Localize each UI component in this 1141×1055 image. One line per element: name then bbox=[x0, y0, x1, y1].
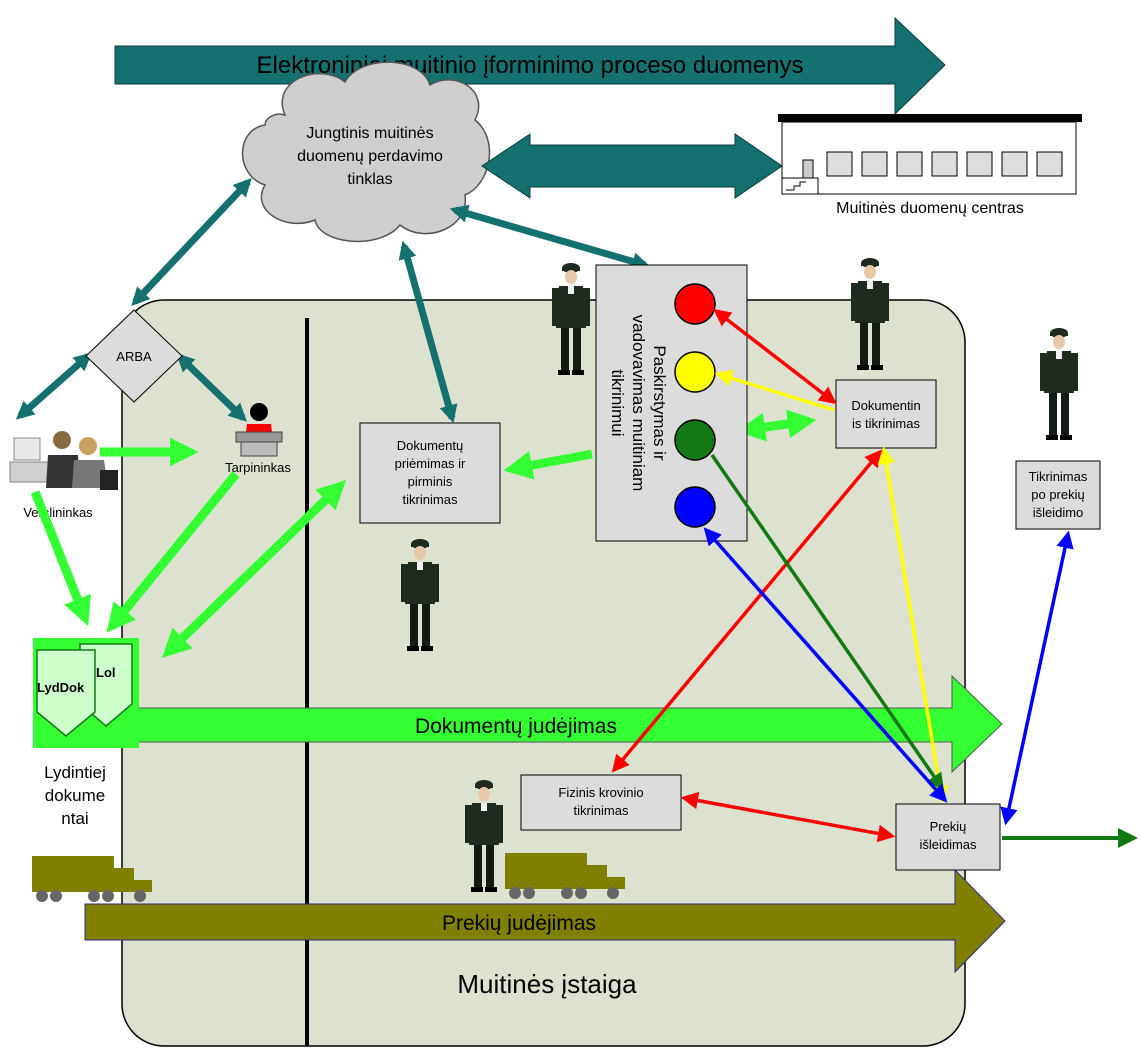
distribution-panel: Paskirstymas ir vadovavimas muitiniam ti… bbox=[595, 264, 748, 542]
arba-node: ARBA bbox=[85, 309, 183, 403]
svg-text:Lol: Lol bbox=[96, 665, 116, 680]
svg-text:priėmimas ir: priėmimas ir bbox=[395, 456, 466, 471]
arba-broker-arrow bbox=[176, 353, 247, 422]
blue-postrelease-arrow bbox=[1000, 530, 1074, 826]
svg-text:po prekių: po prekių bbox=[1031, 487, 1084, 502]
svg-text:vadovavimas muitiniam: vadovavimas muitiniam bbox=[629, 315, 648, 492]
post-release-check-box: Tikrinimas po prekių išleidimo bbox=[1015, 460, 1101, 530]
svg-text:Dokumentin: Dokumentin bbox=[851, 398, 920, 413]
cloud-arba-arrow bbox=[131, 178, 252, 306]
businessman-figure bbox=[9, 431, 118, 490]
accompanying-docs-icon: Lol LydDok bbox=[33, 638, 139, 748]
red-doccheck-arrow bbox=[713, 308, 837, 405]
docs-acceptance-arrow bbox=[161, 479, 347, 659]
svg-text:Paskirstymas ir: Paskirstymas ir bbox=[650, 345, 669, 461]
data-center-label: Muitinės duomenų centras bbox=[836, 200, 1024, 217]
banner-title: Elektroniniai muitinio įforminimo proces… bbox=[257, 52, 804, 79]
svg-text:ntai: ntai bbox=[61, 809, 88, 828]
svg-text:Lydintiej: Lydintiej bbox=[44, 763, 106, 782]
red-light bbox=[674, 283, 716, 325]
physical-check-box: Fizinis krovinio tikrinimas bbox=[520, 774, 682, 831]
yellow-doccheck-arrow bbox=[714, 369, 835, 412]
goods-movement-arrow: Prekių judėjimas bbox=[84, 868, 1006, 974]
svg-text:Fizinis krovinio: Fizinis krovinio bbox=[558, 785, 643, 800]
yellow-light bbox=[674, 351, 716, 393]
blue-release-arrow bbox=[703, 527, 948, 803]
svg-text:tinklas: tinklas bbox=[347, 171, 392, 188]
red-physical-release-arrow bbox=[680, 791, 896, 843]
accompanying-docs-label: Lydintiej dokume ntai bbox=[44, 763, 106, 828]
distribution-acceptance-arrow bbox=[503, 449, 593, 480]
doc-acceptance-box: Dokumentų priėmimas ir pirminis tikrinim… bbox=[359, 422, 501, 524]
svg-text:LydDok: LydDok bbox=[37, 680, 85, 695]
svg-text:tikrinimas: tikrinimas bbox=[403, 492, 458, 507]
svg-text:Jungtinis muitinės: Jungtinis muitinės bbox=[306, 125, 433, 142]
doc-check-box: Dokumentin is tikrinimas bbox=[835, 379, 937, 449]
green-light bbox=[674, 419, 716, 461]
office-label: Muitinės įstaiga bbox=[457, 969, 637, 999]
broker-figure bbox=[235, 403, 283, 457]
broker-label: Tarpininkas bbox=[225, 460, 291, 475]
svg-text:dokume: dokume bbox=[45, 786, 105, 805]
network-cloud: Jungtinis muitinės duomenų perdavimo tin… bbox=[241, 61, 491, 243]
goods-movement-label: Prekių judėjimas bbox=[442, 912, 596, 935]
svg-text:išleidimo: išleidimo bbox=[1033, 505, 1084, 520]
businessman-docs-arrow bbox=[30, 490, 91, 627]
svg-text:tikrinimui: tikrinimui bbox=[608, 369, 627, 436]
blue-light bbox=[674, 486, 716, 528]
doc-movement-arrow: Dokumentų judėjimas bbox=[79, 674, 1003, 774]
svg-text:Prekių: Prekių bbox=[930, 819, 967, 834]
svg-text:Dokumentų: Dokumentų bbox=[397, 438, 463, 453]
officer-figure bbox=[1040, 328, 1078, 440]
doc-movement-label: Dokumentų judėjimas bbox=[415, 715, 617, 738]
data-center: Muitinės duomenų centras bbox=[778, 114, 1082, 217]
svg-text:išleidimas: išleidimas bbox=[919, 837, 977, 852]
distribution-doccheck-arrow bbox=[736, 409, 817, 442]
svg-text:is tikrinimas: is tikrinimas bbox=[852, 416, 920, 431]
arba-businessman-arrow bbox=[15, 352, 93, 420]
cloud-distribution-arrow bbox=[449, 204, 651, 271]
svg-text:ARBA: ARBA bbox=[116, 349, 152, 364]
svg-text:duomenų perdavimo: duomenų perdavimo bbox=[297, 148, 443, 165]
svg-text:pirminis: pirminis bbox=[408, 474, 453, 489]
svg-text:Tikrinimas: Tikrinimas bbox=[1029, 469, 1088, 484]
cloud-datacenter-arrow bbox=[481, 133, 783, 199]
svg-text:tikrinimas: tikrinimas bbox=[574, 803, 629, 818]
businessman-label: Verslininkas bbox=[23, 505, 93, 520]
cloud-acceptance-arrow bbox=[398, 240, 458, 424]
release-box: Prekių išleidimas bbox=[895, 803, 1001, 871]
electronic-data-arrow: Elektroniniai muitinio įforminimo proces… bbox=[114, 16, 946, 116]
